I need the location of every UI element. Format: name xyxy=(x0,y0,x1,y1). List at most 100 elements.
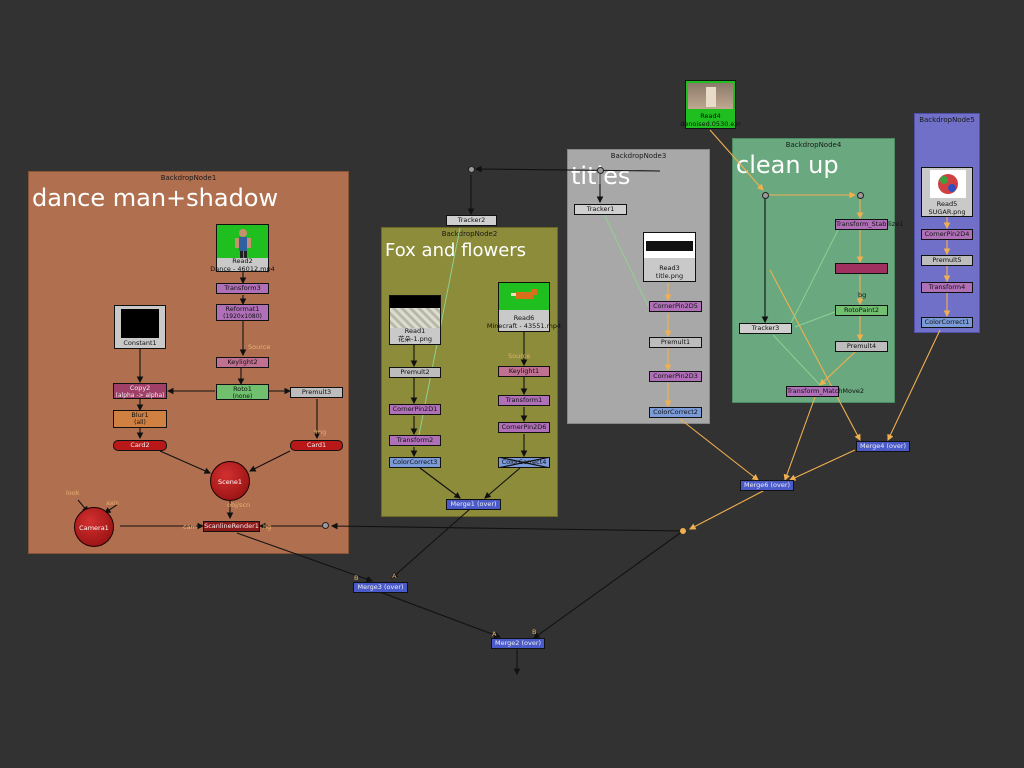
backdrop-label: BackdropNode5 xyxy=(919,116,975,124)
read5-thumbnail[interactable]: Read5 SUGAR.png xyxy=(921,167,973,217)
read4-thumbnail[interactable]: Read4 denoised.0530.exr xyxy=(680,80,741,129)
bg-pin-label: bg xyxy=(858,291,867,299)
obj-scn-pin-label: obj/scn xyxy=(227,501,251,509)
backdrop-node-3[interactable]: BackdropNode3 titles xyxy=(567,149,710,424)
backdrop-title: titles xyxy=(571,162,631,190)
a-pin-label: A xyxy=(392,572,397,580)
node-label: Read4 xyxy=(700,112,721,120)
transform-stabilize-node[interactable]: Transform_Stabilize1 xyxy=(835,219,904,230)
node-file: title.png xyxy=(655,272,684,280)
backdrop-label: BackdropNode1 xyxy=(160,174,217,182)
node-sub: (1920x1080) xyxy=(223,313,262,320)
blur1-node[interactable]: Blur1 (all) xyxy=(113,410,167,428)
node-sub: (alpha -> alpha) xyxy=(115,392,165,399)
rotopaint-node[interactable] xyxy=(835,263,888,274)
roto1-node[interactable]: Roto1 (none) xyxy=(216,384,269,400)
merge3-node[interactable]: Merge3 (over) xyxy=(353,582,408,593)
dot-node[interactable] xyxy=(680,528,686,534)
tracker2-node[interactable]: Tracker2 xyxy=(446,215,497,226)
read2-thumbnail[interactable]: Read2 Dance - 46012.mp4 xyxy=(210,224,275,273)
reformat1-node[interactable]: Reformat1 (1920x1080) xyxy=(216,304,269,321)
source-pin-label: Source xyxy=(508,352,531,360)
b-pin-label: B xyxy=(354,574,359,582)
dot-node[interactable] xyxy=(857,192,864,199)
disabled-cross-icon xyxy=(498,457,550,468)
card2-node[interactable]: Card2 xyxy=(113,440,167,451)
node-file: 花朵-1.png xyxy=(398,335,432,343)
cornerpin2d1-node[interactable]: CornerPin2D1 xyxy=(389,404,441,415)
b-pin-label: B xyxy=(532,628,537,636)
backdrop-label: BackdropNode2 xyxy=(441,230,498,238)
node-label: Copy2 xyxy=(129,384,151,392)
premult3-node[interactable]: Premult3 xyxy=(290,387,343,398)
cornerpin2d6-node[interactable]: CornerPin2D6 xyxy=(498,422,550,433)
axis-pin-label: axis xyxy=(106,499,120,507)
keylight2-node[interactable]: Keylight2 xyxy=(216,357,269,368)
cam-pin-label: cam xyxy=(183,523,197,531)
merge2-node[interactable]: Merge2 (over) xyxy=(491,638,545,649)
backdrop-node-5[interactable]: BackdropNode5 xyxy=(914,113,980,333)
backdrop-label: BackdropNode4 xyxy=(785,141,842,149)
dot-node[interactable] xyxy=(322,522,329,529)
premult2-node[interactable]: Premult2 xyxy=(389,367,441,378)
transform-matchmove-node[interactable]: Transform_MatchMove2 xyxy=(786,386,864,397)
merge6-node[interactable]: Merge6 (over) xyxy=(740,480,794,491)
colorcorrect1-node[interactable]: ColorCorrect1 xyxy=(921,317,973,328)
node-file: SUGAR.png xyxy=(928,208,966,216)
backdrop-label: BackdropNode3 xyxy=(610,152,667,160)
node-label: Reformat1 xyxy=(225,305,260,313)
node-sub: (all) xyxy=(134,419,146,426)
read6-thumbnail[interactable]: Read6 Minecraft - 43551.mp4 xyxy=(487,282,561,332)
camera1-node[interactable]: Camera1 xyxy=(74,507,114,547)
sugar-logo-icon xyxy=(938,174,958,194)
backdrop-title: dance man+shadow xyxy=(32,184,279,212)
dot-node[interactable] xyxy=(468,166,475,173)
node-file: Dance - 46012.mp4 xyxy=(210,265,275,273)
scene1-node[interactable]: Scene1 xyxy=(210,461,250,501)
premult5-node[interactable]: Premult5 xyxy=(921,255,973,266)
node-label: Constant1 xyxy=(123,339,157,347)
scanlinerender1-node[interactable]: ScanlineRender1 xyxy=(203,521,260,532)
transform4-node[interactable]: Transform4 xyxy=(921,282,973,293)
node-label: Roto1 xyxy=(233,385,252,393)
tracker3-node[interactable]: Tracker3 xyxy=(739,323,792,334)
node-file: denoised.0530.exr xyxy=(680,120,741,128)
transform3-node[interactable]: Transform3 xyxy=(216,283,269,294)
rotopaint2-node[interactable]: RotoPaint2 xyxy=(835,305,888,316)
look-pin-label: look xyxy=(66,489,80,497)
read1-thumbnail[interactable]: Read1 花朵-1.png xyxy=(389,295,441,345)
node-label: Blur1 xyxy=(131,411,149,419)
merge1-node[interactable]: Merge1 (over) xyxy=(446,499,501,510)
card1-node[interactable]: Card1 xyxy=(290,440,343,451)
node-label: Read3 xyxy=(659,264,680,272)
keylight1-node[interactable]: Keylight1 xyxy=(498,366,550,377)
copy2-node[interactable]: Copy2 (alpha -> alpha) xyxy=(113,383,167,399)
transform1-node[interactable]: Transform1 xyxy=(498,395,550,406)
backdrop-title: Fox and flowers xyxy=(385,240,527,261)
cornerpin2d4-node[interactable]: CornerPin2D4 xyxy=(921,229,973,240)
tracker1-node[interactable]: Tracker1 xyxy=(574,204,627,215)
cornerpin2d5-node[interactable]: CornerPin2D5 xyxy=(649,301,702,312)
cornerpin2d3-node[interactable]: CornerPin2D3 xyxy=(649,371,702,382)
bg-pin-label: bg xyxy=(263,523,272,531)
dot-node[interactable] xyxy=(762,192,769,199)
node-label: Read6 xyxy=(513,314,535,322)
colorcorrect2-node[interactable]: ColorCorrect2 xyxy=(649,407,702,418)
transform2-node[interactable]: Transform2 xyxy=(389,435,441,446)
dot-node[interactable] xyxy=(597,167,604,174)
premult1-node[interactable]: Premult1 xyxy=(649,337,702,348)
read3-thumbnail[interactable]: Read3 title.png xyxy=(643,232,696,282)
node-file: Minecraft - 43551.mp4 xyxy=(486,322,562,330)
node-label: Read5 xyxy=(936,200,958,208)
backdrop-title: clean up xyxy=(736,151,839,179)
colorcorrect3-node[interactable]: ColorCorrect3 xyxy=(389,457,441,468)
img-pin-label: img xyxy=(314,428,327,436)
node-label: Read2 xyxy=(232,257,253,265)
backdrop-node-1[interactable]: BackdropNode1 dance man+shadow xyxy=(28,171,349,554)
premult4-node[interactable]: Premult4 xyxy=(835,341,888,352)
merge4-node[interactable]: Merge4 (over) xyxy=(856,441,910,452)
dancer-figure-icon xyxy=(235,229,251,260)
constant1-thumbnail[interactable]: Constant1 xyxy=(114,305,166,349)
source-pin-label: Source xyxy=(248,343,271,351)
